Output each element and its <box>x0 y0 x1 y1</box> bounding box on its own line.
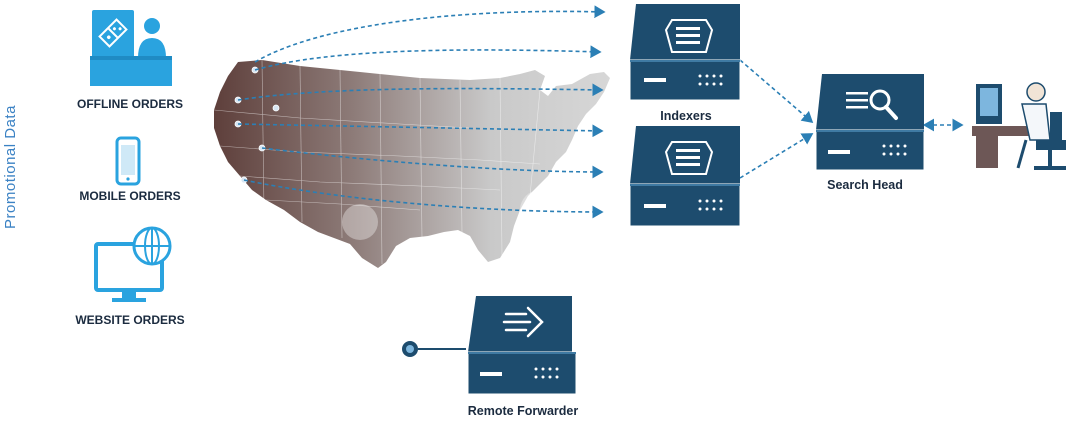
indexer-server-1 <box>629 4 741 101</box>
document-icon <box>664 141 714 175</box>
website-orders-label: WEBSITE ORDERS <box>75 313 185 327</box>
indexer-server-2 <box>629 126 741 227</box>
document-icon <box>664 19 714 53</box>
data-flow-arrows <box>237 5 964 219</box>
website-orders-icon <box>94 226 172 302</box>
remote-forwarder-label: Remote Forwarder <box>467 404 579 418</box>
forward-arrow-icon <box>502 306 544 338</box>
search-head-server <box>815 74 925 171</box>
offline-orders-label: OFFLINE ORDERS <box>76 97 183 111</box>
search-icon <box>846 89 898 120</box>
mobile-orders-label: MOBILE ORDERS <box>79 189 181 203</box>
mobile-orders-icon <box>115 136 141 186</box>
promotional-data-label: Promotional Data <box>2 105 19 229</box>
search-head-label: Search Head <box>827 178 903 192</box>
analyst-at-desk-icon <box>972 82 1066 170</box>
remote-forwarder-server <box>467 296 577 395</box>
offline-orders-icon <box>90 10 172 86</box>
data-input-icon <box>402 341 466 357</box>
indexers-label: Indexers <box>660 109 712 123</box>
